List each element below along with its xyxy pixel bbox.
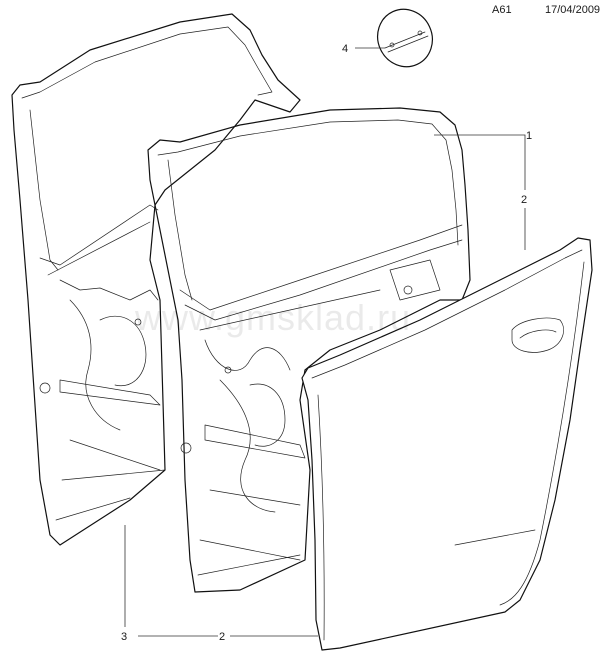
door-outer-panel (301, 237, 593, 651)
leader-lines (124, 47, 526, 637)
watermark: www.gmsklad.ru (134, 297, 411, 338)
sheet-date: 17/04/2009 (545, 4, 600, 16)
rear-door-frame-back (11, 13, 301, 546)
sheet-code: A61 (492, 4, 512, 16)
callout-1: 1 (526, 130, 532, 142)
callout-3: 3 (121, 631, 127, 643)
callout-2-top: 2 (521, 194, 527, 206)
rear-door-frame (147, 107, 471, 593)
callout-4: 4 (342, 43, 348, 55)
callout-2-bottom: 2 (219, 631, 225, 643)
clip-part (377, 8, 433, 68)
